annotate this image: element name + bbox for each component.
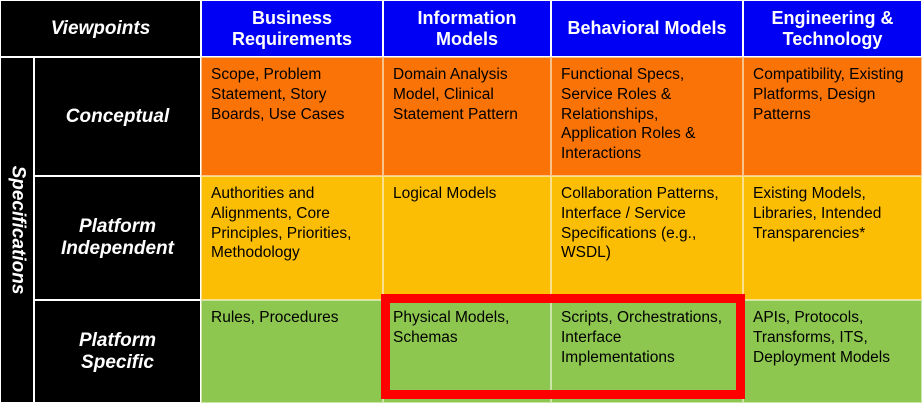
cell-platform-independent-business-requirements: Authorities and Alignments, Core Princip… bbox=[201, 176, 383, 300]
cell-conceptual-information-models: Domain Analysis Model, Clinical Statemen… bbox=[383, 57, 551, 176]
cell-conceptual-behavioral-models: Functional Specs, Service Roles & Relati… bbox=[551, 57, 743, 176]
cell-text: Logical Models bbox=[393, 185, 497, 202]
cell-platform-specific-engineering-technology: APIs, Protocols, Transforms, ITS, Deploy… bbox=[743, 300, 922, 403]
cell-text: Domain Analysis Model, Clinical Statemen… bbox=[393, 66, 518, 123]
cell-text: Rules, Procedures bbox=[211, 309, 339, 326]
corner-header-viewpoints: Viewpoints bbox=[0, 0, 201, 57]
cell-text: Authorities and Alignments, Core Princip… bbox=[211, 185, 352, 262]
cell-text: Compatibility, Existing Platforms, Desig… bbox=[753, 66, 904, 123]
cell-platform-specific-information-models: Physical Models, Schemas bbox=[383, 300, 551, 403]
side-label-text: Specifications bbox=[7, 165, 29, 295]
cell-platform-independent-engineering-technology: Existing Models, Libraries, Intended Tra… bbox=[743, 176, 922, 300]
row-header-conceptual: Conceptual bbox=[34, 57, 201, 176]
cell-conceptual-business-requirements: Scope, Problem Statement, Story Boards, … bbox=[201, 57, 383, 176]
cell-text: APIs, Protocols, Transforms, ITS, Deploy… bbox=[753, 309, 890, 366]
cell-platform-specific-business-requirements: Rules, Procedures bbox=[201, 300, 383, 403]
cell-platform-specific-behavioral-models: Scripts, Orchestrations, Interface Imple… bbox=[551, 300, 743, 403]
column-header-label: Engineering &Technology bbox=[771, 8, 894, 49]
column-header-engineering-technology: Engineering &Technology bbox=[743, 0, 922, 57]
cell-text: Existing Models, Libraries, Intended Tra… bbox=[753, 185, 882, 242]
cell-text: Physical Models, Schemas bbox=[393, 309, 510, 346]
row-header-label: Conceptual bbox=[65, 105, 170, 127]
column-header-label: Behavioral Models bbox=[567, 18, 727, 39]
cell-text: Scope, Problem Statement, Story Boards, … bbox=[211, 66, 345, 123]
cell-conceptual-engineering-technology: Compatibility, Existing Platforms, Desig… bbox=[743, 57, 922, 176]
cell-text: Collaboration Patterns, Interface / Serv… bbox=[561, 185, 719, 262]
cell-platform-independent-behavioral-models: Collaboration Patterns, Interface / Serv… bbox=[551, 176, 743, 300]
cell-text: Scripts, Orchestrations, Interface Imple… bbox=[561, 309, 723, 366]
side-label-specifications: Specifications bbox=[0, 57, 34, 403]
cell-text: Functional Specs, Service Roles & Relati… bbox=[561, 66, 696, 163]
column-header-behavioral-models: Behavioral Models bbox=[551, 0, 743, 57]
cell-platform-independent-information-models: Logical Models bbox=[383, 176, 551, 300]
corner-header-label: Viewpoints bbox=[50, 17, 151, 39]
